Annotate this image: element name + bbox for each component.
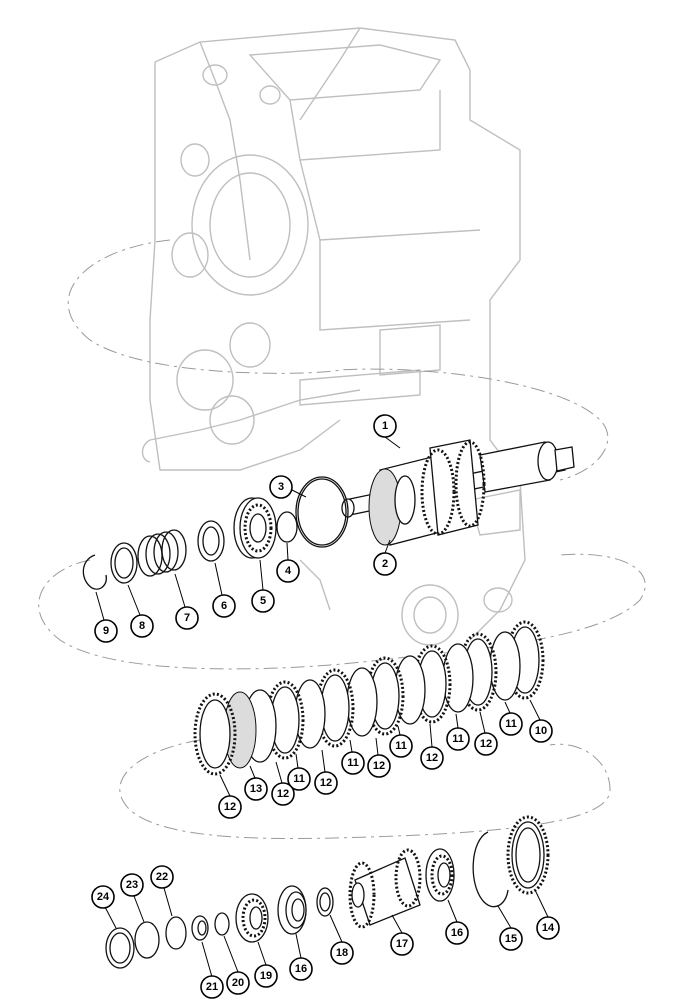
- ring-22: [165, 916, 187, 950]
- svg-text:1: 1: [382, 420, 388, 432]
- svg-text:5: 5: [260, 595, 266, 607]
- nut-21: [191, 915, 209, 941]
- ring-24: [105, 927, 135, 969]
- svg-text:22: 22: [156, 871, 168, 883]
- callout-21: 21: [200, 975, 224, 999]
- callout-6: 6: [212, 594, 236, 618]
- svg-text:4: 4: [285, 565, 292, 577]
- callout-16: 16: [445, 921, 469, 945]
- callout-23: 23: [120, 873, 144, 897]
- ring-18: [316, 887, 334, 917]
- svg-text:23: 23: [126, 879, 138, 891]
- svg-text:18: 18: [336, 947, 348, 959]
- spring-pack-7: [137, 529, 187, 577]
- washer-6: [197, 520, 225, 562]
- svg-text:15: 15: [505, 933, 517, 945]
- svg-text:19: 19: [260, 970, 272, 982]
- leader-lines: [95, 436, 549, 978]
- callout-18: 18: [330, 941, 354, 965]
- callout-10: 10: [529, 719, 553, 743]
- shaft-assembly: [341, 439, 575, 546]
- svg-text:2: 2: [382, 558, 388, 570]
- svg-text:10: 10: [535, 725, 547, 737]
- callout-7: 7: [175, 606, 199, 630]
- ring-14: [506, 815, 550, 895]
- svg-text:13: 13: [250, 783, 262, 795]
- svg-text:16: 16: [295, 963, 307, 975]
- callout-5: 5: [251, 589, 275, 613]
- svg-text:14: 14: [542, 922, 555, 934]
- svg-text:3: 3: [278, 481, 284, 493]
- callout-15: 15: [499, 927, 523, 951]
- svg-text:11: 11: [347, 757, 359, 769]
- callout-24: 24: [91, 885, 115, 909]
- svg-text:16: 16: [451, 927, 463, 939]
- callout-11: 11: [287, 767, 311, 791]
- callout-11: 11: [499, 712, 523, 736]
- svg-text:11: 11: [452, 733, 464, 745]
- svg-text:11: 11: [505, 718, 517, 730]
- svg-text:8: 8: [139, 620, 145, 632]
- svg-text:7: 7: [184, 612, 190, 624]
- svg-text:12: 12: [224, 801, 236, 813]
- o-ring-3: [295, 476, 349, 548]
- callout-17: 17: [390, 932, 414, 956]
- ring-8: [110, 542, 138, 584]
- bearing-19: [235, 893, 269, 943]
- bearing-5: [233, 497, 277, 559]
- svg-text:12: 12: [480, 738, 492, 750]
- callout-12: 12: [271, 782, 295, 806]
- svg-text:12: 12: [373, 760, 385, 772]
- callout-3: 3: [269, 475, 293, 499]
- clutch-pack: [193, 620, 545, 776]
- callout-12: 12: [367, 754, 391, 778]
- bearing-16-lower: [277, 885, 307, 935]
- svg-text:24: 24: [97, 891, 110, 903]
- transmission-housing: [141, 27, 526, 646]
- callout-12: 12: [218, 795, 242, 819]
- svg-text:9: 9: [103, 625, 109, 637]
- svg-text:12: 12: [277, 788, 289, 800]
- svg-text:6: 6: [221, 600, 227, 612]
- bearing-16-upper: [425, 848, 455, 902]
- callout-14: 14: [536, 916, 560, 940]
- assembly-phantom-lines: [38, 239, 646, 840]
- callout-20: 20: [226, 971, 250, 995]
- callout-11: 11: [446, 727, 470, 751]
- callout-1: 1: [373, 414, 397, 438]
- callout-11: 11: [341, 751, 365, 775]
- callout-16: 16: [289, 957, 313, 981]
- svg-text:11: 11: [395, 740, 407, 752]
- callout-2: 2: [373, 552, 397, 576]
- svg-text:12: 12: [426, 752, 438, 764]
- callouts: 1 2 3 4 5 6 7 8 9 10 11 12 11 12 11 12 1…: [91, 414, 560, 999]
- callout-12: 12: [474, 732, 498, 756]
- ring-23: [134, 921, 160, 959]
- callout-4: 4: [276, 559, 300, 583]
- gear-17: [348, 848, 422, 929]
- callout-9: 9: [94, 619, 118, 643]
- callout-8: 8: [130, 614, 154, 638]
- callout-19: 19: [254, 964, 278, 988]
- callout-12: 12: [314, 771, 338, 795]
- svg-text:21: 21: [206, 981, 218, 993]
- snap-ring-15: [472, 831, 509, 908]
- svg-text:17: 17: [396, 938, 408, 950]
- washer-20: [214, 912, 230, 936]
- svg-text:12: 12: [320, 777, 332, 789]
- callout-12: 12: [420, 746, 444, 770]
- snap-ring-9: [82, 554, 107, 590]
- ring-4: [276, 511, 298, 543]
- callout-13: 13: [244, 777, 268, 801]
- svg-text:20: 20: [232, 977, 244, 989]
- svg-text:11: 11: [293, 773, 305, 785]
- callout-11: 11: [389, 734, 413, 758]
- callout-22: 22: [150, 865, 174, 889]
